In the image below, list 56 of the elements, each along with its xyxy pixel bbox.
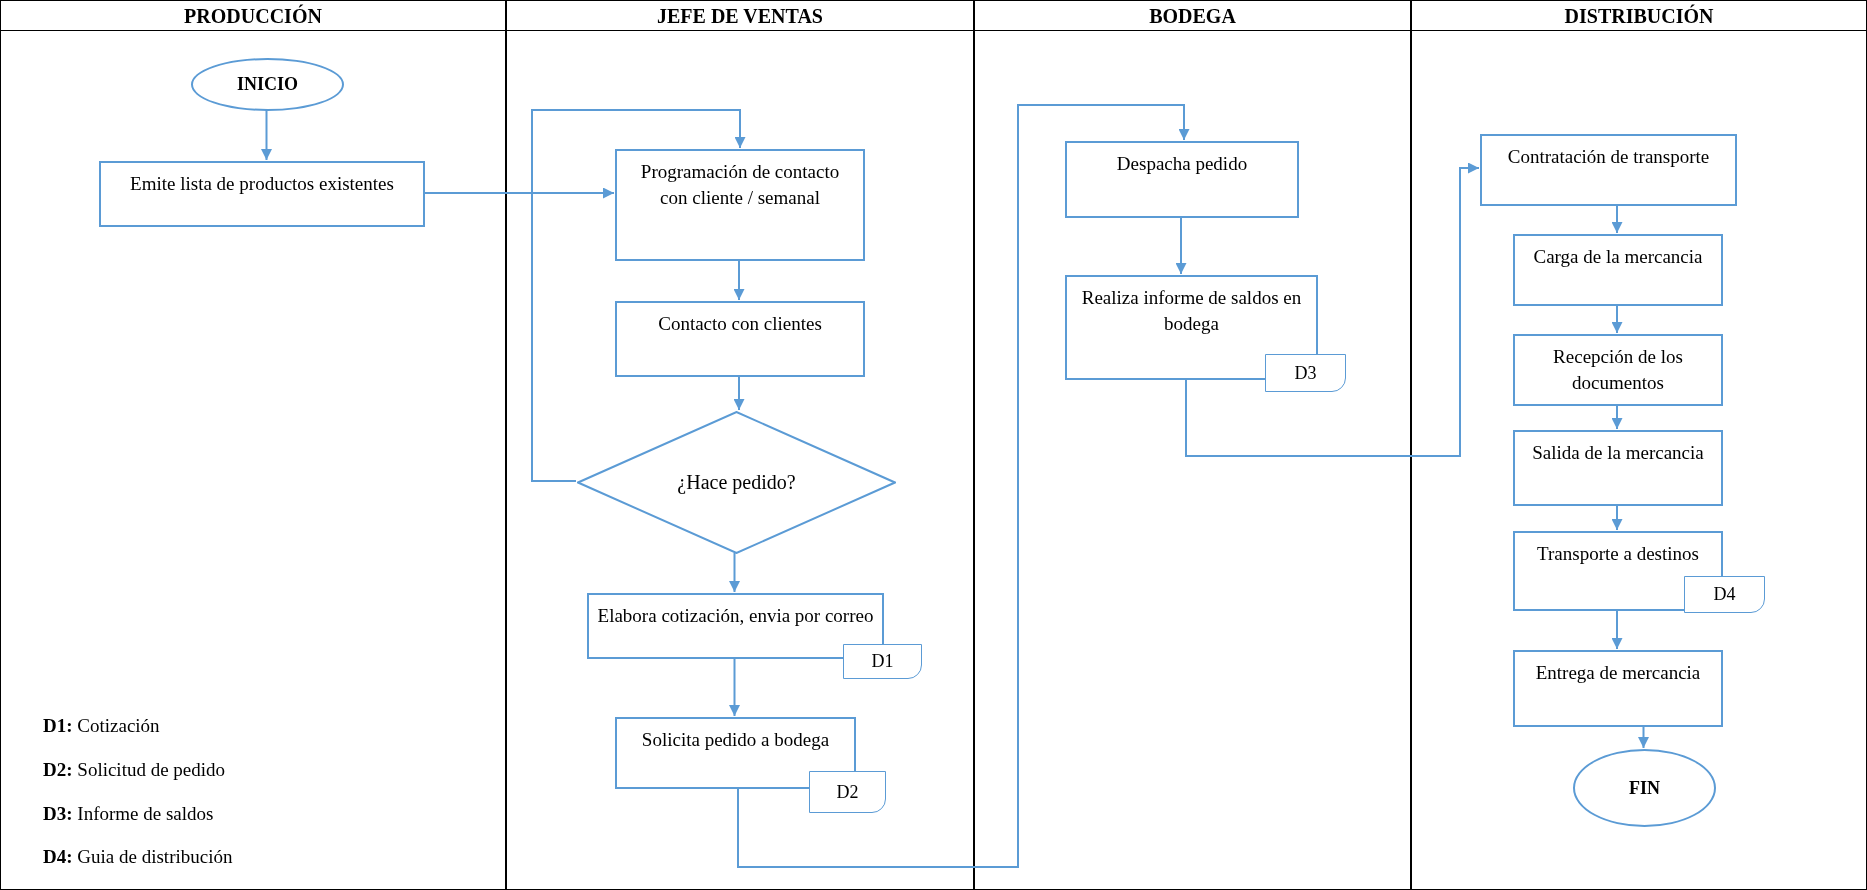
- arrow: [1611, 609, 1623, 650]
- arrow: [1185, 162, 1480, 457]
- process-label: Despacha pedido: [1116, 152, 1248, 176]
- arrow: [1175, 216, 1187, 275]
- arrow: [733, 259, 745, 301]
- swimlane: [506, 0, 974, 890]
- swimlane: [0, 0, 506, 890]
- terminal-label: INICIO: [237, 73, 298, 96]
- arrow: [733, 375, 745, 411]
- process-label: Emite lista de productos existentes: [130, 172, 394, 196]
- process-label: Recepción de los documentos: [1552, 345, 1684, 396]
- process-label: Salida de la mercancia: [1532, 441, 1704, 465]
- terminal-label: FIN: [1629, 776, 1660, 800]
- process-label: Realiza informe de saldos en bodega: [1080, 286, 1303, 337]
- process-label: Transporte a destinos: [1537, 542, 1699, 566]
- process-label: Contratación de transporte: [1507, 145, 1710, 169]
- process-label: Contacto con clientes: [658, 312, 822, 336]
- arrow: [531, 109, 746, 482]
- arrow: [1611, 204, 1623, 234]
- arrow: [1638, 725, 1649, 749]
- process-label: Solicita pedido a bodega: [641, 728, 830, 752]
- process-box: [615, 301, 865, 377]
- process-label: Programación de contacto con cliente / semanal: [639, 160, 841, 211]
- decision-diamond: [577, 411, 896, 554]
- legend-note: D2: Solicitud de pedido: [43, 758, 226, 782]
- process-box: [1513, 430, 1723, 506]
- swimlane: [974, 0, 1411, 890]
- lane-header: DISTRIBUCIÓN: [1412, 1, 1866, 31]
- arrow: [1611, 404, 1623, 430]
- arrow: [729, 552, 740, 593]
- arrow: [737, 104, 1190, 868]
- process-box: [1513, 334, 1723, 406]
- process-label: Elabora cotización, envia por correo: [597, 604, 874, 628]
- process-box: [615, 149, 865, 261]
- process-box: [99, 161, 425, 227]
- arrow: [423, 187, 615, 199]
- document-tab: D2: [809, 771, 886, 813]
- document-tab: D3: [1265, 354, 1346, 392]
- legend-note: D4: Guia de distribución: [43, 845, 233, 869]
- document-tab: D1: [843, 644, 922, 679]
- arrow: [1611, 504, 1623, 531]
- process-box: [1065, 141, 1299, 218]
- document-tab: D4: [1684, 576, 1765, 613]
- legend-note: D1: Cotización: [43, 714, 160, 738]
- process-label: Carga de la mercancia: [1533, 245, 1703, 269]
- legend-note: D3: Informe de saldos: [43, 802, 214, 826]
- arrow: [729, 657, 740, 717]
- process-box: [1480, 134, 1737, 206]
- arrow: [1611, 304, 1623, 334]
- process-box: [1513, 650, 1723, 727]
- decision-label: ¿Hace pedido?: [676, 470, 797, 495]
- swimlane: [1411, 0, 1867, 890]
- arrow: [261, 109, 272, 161]
- process-label: Entrega de mercancia: [1535, 661, 1701, 685]
- lane-header: PRODUCCIÓN: [1, 1, 505, 31]
- process-box: [1513, 234, 1723, 306]
